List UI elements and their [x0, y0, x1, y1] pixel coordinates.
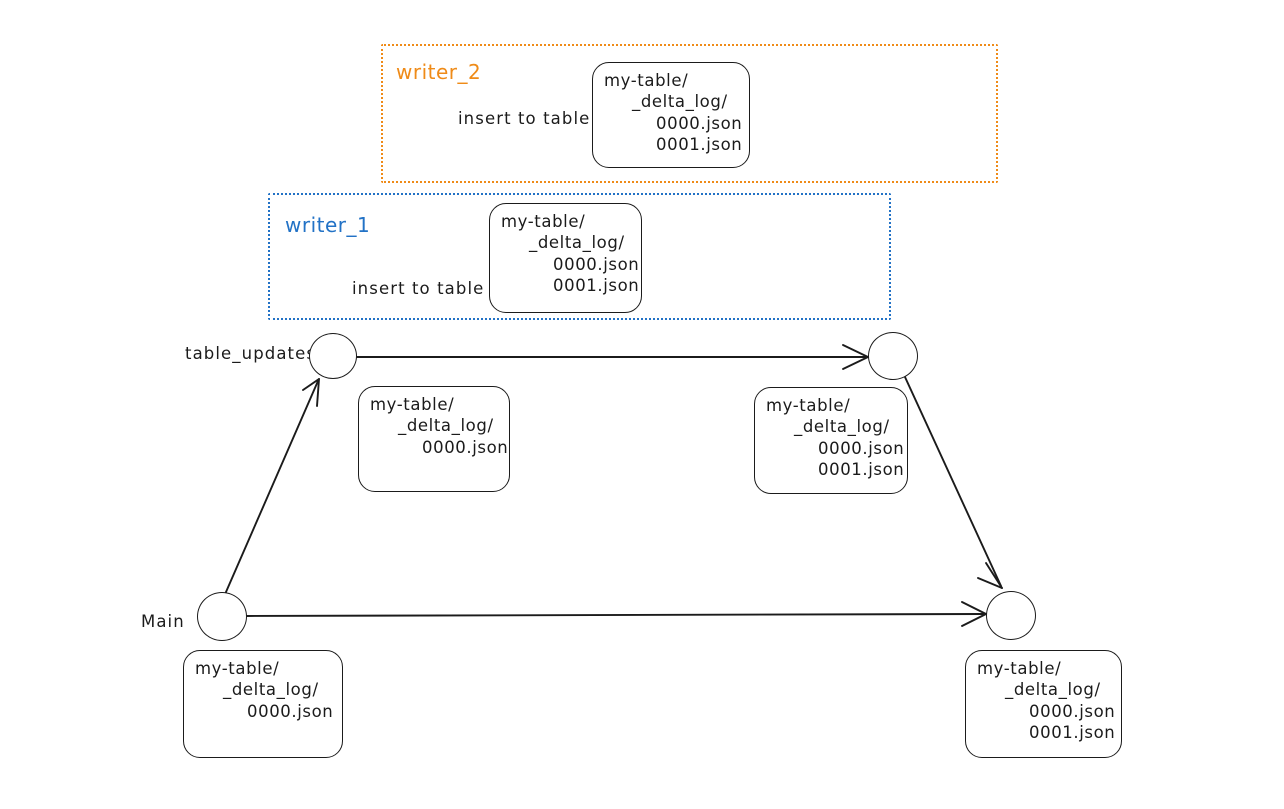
file-line: _delta_log/ — [632, 92, 728, 112]
file-line: _delta_log/ — [529, 233, 625, 253]
file-line: 0000.json — [818, 438, 905, 458]
file-line: _delta_log/ — [1005, 680, 1101, 700]
file-line: 0000.json — [247, 701, 334, 721]
file-line: my-table/ — [977, 659, 1062, 678]
node-table-updates-head[interactable] — [868, 332, 918, 380]
file-box-main-initial: my-table/ _delta_log/ 0000.json — [183, 650, 343, 758]
file-box-table-updates-initial: my-table/ _delta_log/ 0000.json — [358, 386, 510, 492]
arrowhead-table-updates-commit-a — [842, 344, 869, 358]
arrowhead-merge-a — [985, 562, 1003, 589]
file-line: _delta_log/ — [794, 417, 890, 437]
arrowhead-branch-off-a — [302, 378, 320, 391]
edge-main-commit — [246, 613, 985, 617]
file-line: 0000.json — [1029, 701, 1116, 721]
branch-label-table-updates: table_updates — [185, 344, 317, 363]
edge-branch-off — [225, 380, 319, 593]
arrowhead-merge-b — [977, 577, 1003, 589]
file-line: 0000.json — [656, 113, 743, 133]
file-line: 0000.json — [422, 437, 509, 457]
lane-writer-1-title: writer_1 — [285, 213, 371, 237]
file-line: my-table/ — [195, 659, 280, 678]
file-box-writer-2-state: my-table/ _delta_log/ 0000.json 0001.jso… — [592, 62, 750, 168]
arrowhead-table-updates-commit-b — [842, 356, 869, 370]
node-table-updates-start[interactable] — [309, 333, 357, 379]
file-line: my-table/ — [370, 395, 455, 414]
lane-writer-1 — [268, 193, 891, 320]
file-line-accent: 0001.json — [553, 276, 640, 296]
file-line-accent: 0001.json — [818, 460, 905, 480]
arrowhead-main-commit-b — [961, 613, 987, 627]
branch-label-main: Main — [141, 612, 185, 631]
arrowhead-branch-off-b — [316, 378, 320, 407]
file-line: my-table/ — [501, 212, 586, 231]
file-box-main-merged: my-table/ _delta_log/ 0000.json 0001.jso… — [965, 650, 1122, 758]
file-line-accent: 0001.json — [1029, 723, 1116, 743]
edge-merge — [904, 376, 1002, 587]
file-line: my-table/ — [604, 71, 689, 90]
file-box-writer-1-state: my-table/ _delta_log/ 0000.json 0001.jso… — [489, 203, 642, 313]
file-line: 0000.json — [553, 254, 640, 274]
writer-1-action-label: insert to table — [352, 279, 485, 298]
file-line: _delta_log/ — [398, 416, 494, 436]
arrowhead-main-commit-a — [961, 601, 987, 615]
file-box-table-updates-merged: my-table/ _delta_log/ 0000.json 0001.jso… — [754, 387, 908, 494]
node-main-start[interactable] — [197, 592, 247, 641]
lane-writer-2-title: writer_2 — [396, 60, 482, 84]
writer-2-action-label: insert to table — [458, 109, 591, 128]
file-line: my-table/ — [766, 396, 851, 415]
file-line-accent: 0001.json — [656, 135, 743, 155]
node-main-head[interactable] — [986, 591, 1036, 640]
lane-writer-2 — [381, 44, 998, 183]
file-line: _delta_log/ — [223, 680, 319, 700]
